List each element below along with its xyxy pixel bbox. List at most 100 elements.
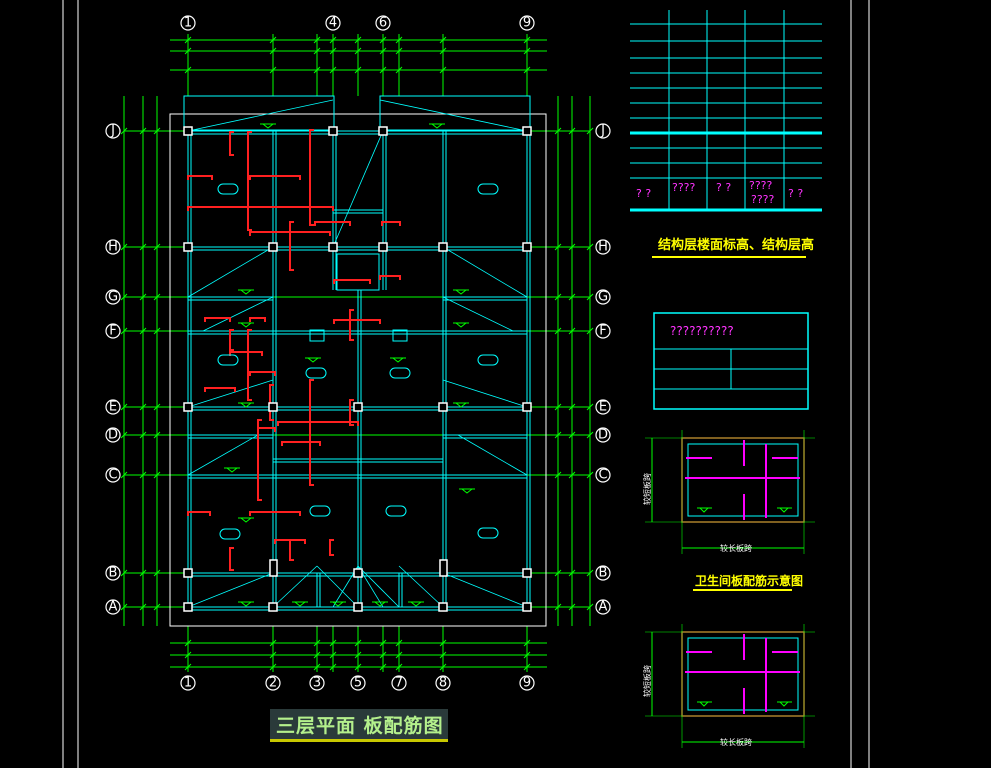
dim-tick xyxy=(139,293,147,301)
level-mark xyxy=(390,357,406,363)
column xyxy=(268,242,278,252)
thickness-oval xyxy=(217,354,239,366)
slab-diagonal xyxy=(457,434,528,476)
axis-bubble-right: E xyxy=(595,399,611,415)
axis-bubble-left: A xyxy=(105,599,121,615)
dim-tick xyxy=(523,663,531,671)
balcony-right xyxy=(379,95,531,131)
rebar-bar xyxy=(229,131,234,156)
detail-level-mark xyxy=(777,507,792,513)
rebar-bar xyxy=(247,131,252,231)
slab-diagonal xyxy=(357,565,400,608)
rebar-bar xyxy=(314,221,351,226)
slab-thickness-marks xyxy=(217,183,499,540)
axis-bubble-circle xyxy=(595,323,611,339)
detail1-dim-bottom: 较长板跨 xyxy=(720,543,752,553)
slab-diagonal xyxy=(332,130,384,248)
dim-tick xyxy=(313,36,321,44)
dim-tick xyxy=(586,603,594,611)
detail1-caption: 卫生间板配筋示意图 xyxy=(695,573,803,588)
rebar-bar xyxy=(257,427,276,432)
axis-bubble-circle xyxy=(595,123,611,139)
column xyxy=(438,602,448,612)
dim-tick xyxy=(568,569,576,577)
dim-tick xyxy=(153,569,161,577)
axis-bubble-right: H xyxy=(595,239,611,255)
dim-tick xyxy=(184,639,192,647)
dim-tick xyxy=(568,603,576,611)
axis-bubble-left: G xyxy=(105,289,121,305)
axis-bubble-circle xyxy=(375,15,391,31)
dim-tick xyxy=(139,569,147,577)
axis-bubble-circle xyxy=(595,565,611,581)
dim-tick xyxy=(139,603,147,611)
column xyxy=(183,568,193,578)
dim-tick xyxy=(120,243,128,251)
dim-tick xyxy=(269,639,277,647)
dim-tick xyxy=(554,127,562,135)
axis-bubble-label: 3 xyxy=(313,676,321,691)
detail-level-mark xyxy=(697,507,712,513)
axis-bubble-label: E xyxy=(109,400,117,415)
dim-tick xyxy=(586,569,594,577)
rebar-bar xyxy=(187,206,334,211)
axis-bubble-circle xyxy=(180,675,196,691)
dim-tick xyxy=(120,403,128,411)
rebar-bar xyxy=(204,387,236,392)
thickness-oval xyxy=(217,183,239,195)
column xyxy=(522,568,532,578)
axis-bubble-label: C xyxy=(598,468,607,483)
dim-tick xyxy=(313,66,321,74)
rebar-bar xyxy=(333,319,381,324)
elev-cell-5: ???? xyxy=(751,193,775,206)
axis-bubble-bottom: 2 xyxy=(265,675,281,691)
dim-tick xyxy=(586,471,594,479)
level-mark xyxy=(224,467,240,473)
elev-cell-4: ???? xyxy=(749,179,773,192)
rebar-bar xyxy=(249,511,301,516)
axis-bubble-left: H xyxy=(105,239,121,255)
dim-tick xyxy=(313,663,321,671)
dim-tick xyxy=(269,47,277,55)
dim-tick xyxy=(379,47,387,55)
axis-bubble-circle xyxy=(391,675,407,691)
detail2-dim-bottom: 较长板跨 xyxy=(720,737,752,747)
axis-bubble-circle xyxy=(325,15,341,31)
slab-diagonal xyxy=(442,379,528,408)
dim-tick xyxy=(523,66,531,74)
level-mark xyxy=(429,123,445,129)
axis-bubble-label: 1 xyxy=(184,676,192,691)
axis-bubble-right: B xyxy=(595,565,611,581)
level-mark xyxy=(238,322,254,328)
slab-diagonal xyxy=(187,246,274,298)
slab-outline xyxy=(169,113,547,627)
dim-tick xyxy=(439,639,447,647)
dim-tick xyxy=(354,663,362,671)
dim-tick xyxy=(269,651,277,659)
rebar-bar xyxy=(333,279,371,284)
column xyxy=(183,602,193,612)
dim-tick xyxy=(184,66,192,74)
axis-bubble-label: 2 xyxy=(269,676,277,691)
axis-bubble-circle xyxy=(595,289,611,305)
dim-tick xyxy=(139,327,147,335)
drawing-frame xyxy=(62,0,870,768)
dim-tick xyxy=(554,569,562,577)
dim-tick xyxy=(379,639,387,647)
rebar-marks xyxy=(187,129,401,571)
dim-tick xyxy=(120,603,128,611)
column xyxy=(439,559,448,577)
thickness-oval xyxy=(305,367,327,379)
dim-tick xyxy=(139,471,147,479)
dim-tick xyxy=(568,293,576,301)
axis-bubble-label: J xyxy=(600,124,605,139)
rebar-bar xyxy=(349,399,354,426)
stair-opening xyxy=(336,253,380,291)
dim-tick xyxy=(184,651,192,659)
slab-diagonal xyxy=(442,246,528,298)
level-mark xyxy=(238,601,254,607)
dim-tick xyxy=(139,403,147,411)
level-mark xyxy=(260,123,276,129)
axis-bubble-circle xyxy=(595,239,611,255)
